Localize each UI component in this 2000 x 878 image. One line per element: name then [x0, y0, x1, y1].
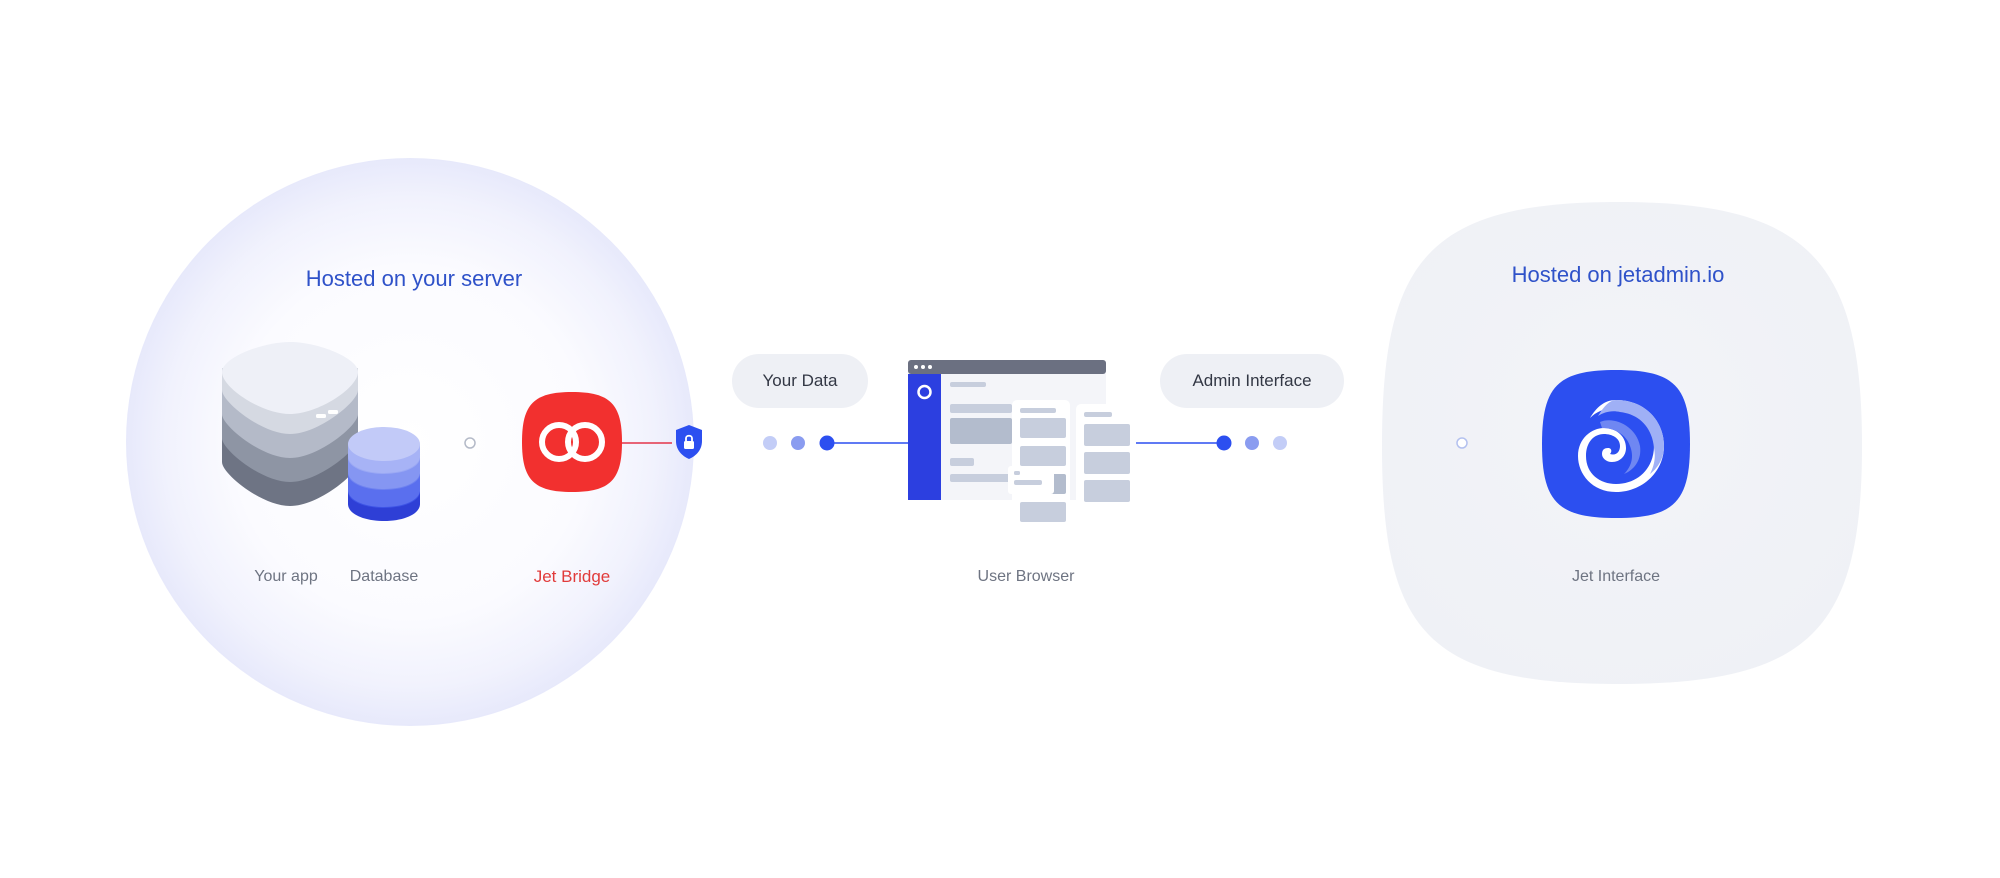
admin-dot-1 [1216, 435, 1232, 451]
user-browser-label: User Browser [977, 568, 1075, 585]
your-app-label: Your app [254, 568, 318, 585]
data-dot-2 [791, 436, 805, 450]
self-hosted-title: Hosted on your server [305, 266, 523, 291]
database-icon [348, 427, 420, 521]
connector-start-dot [464, 437, 476, 449]
link-rings-icon [539, 422, 605, 462]
database-label: Database [349, 568, 419, 585]
admin-dot-3 [1273, 436, 1287, 450]
admin-dot-2 [1245, 436, 1259, 450]
swirl-logo-icon [1578, 400, 1664, 492]
data-dot-1 [763, 436, 777, 450]
jet-interface-tile [1542, 370, 1690, 518]
server-stack-icon [222, 342, 358, 506]
shield-lock-icon [676, 425, 702, 459]
data-dot-3 [819, 435, 835, 451]
cloud-title: Hosted on jetadmin.io [1511, 262, 1725, 287]
admin-interface-pill: Admin Interface [1160, 354, 1344, 408]
jet-bridge-label: Jet Bridge [533, 567, 611, 586]
jet-bridge-tile [522, 392, 622, 492]
browser-window-icon [908, 360, 1134, 534]
connector-end-dot [1456, 437, 1468, 449]
your-data-pill: Your Data [732, 354, 868, 408]
jet-interface-label: Jet Interface [1571, 568, 1661, 585]
